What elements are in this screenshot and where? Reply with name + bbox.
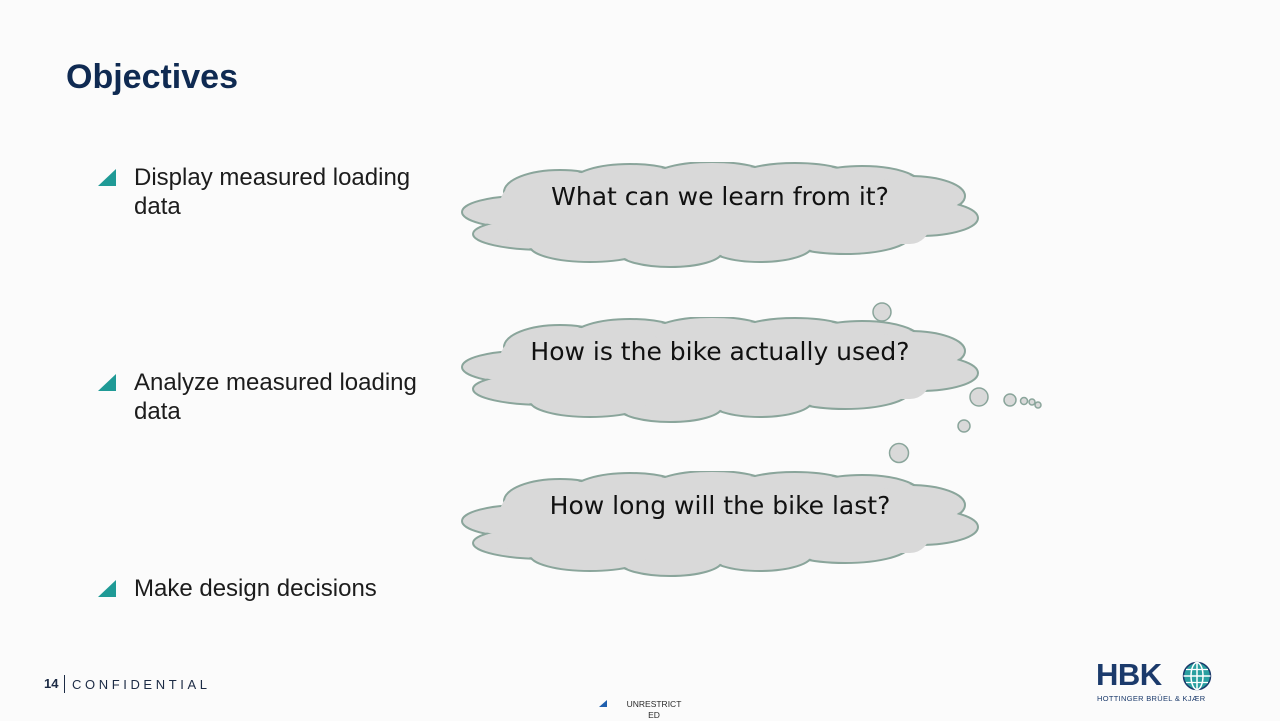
- classification-label: UNRESTRICTED: [626, 699, 682, 720]
- thought-dot: [888, 442, 910, 464]
- thought-dot: [1019, 396, 1029, 406]
- hbk-logo: HBK HOTTINGER BRÜEL & KJÆR: [1096, 658, 1226, 704]
- bullet-text: Analyze measured loading data: [134, 369, 417, 425]
- thought-cloud: What can we learn from it?: [460, 162, 980, 274]
- confidentiality-label: CONFIDENTIAL: [72, 677, 211, 692]
- bullet-item: Analyze measured loading data: [98, 368, 458, 426]
- thought-cloud: How is the bike actually used?: [460, 317, 980, 429]
- classification-triangle-icon: [599, 700, 607, 707]
- bullet-item: Make design decisions: [98, 574, 438, 603]
- triangle-bullet-icon: [98, 169, 116, 186]
- thought-dot: [1028, 398, 1036, 406]
- thought-text: How is the bike actually used?: [530, 337, 910, 366]
- slide-title: Objectives: [66, 58, 238, 96]
- thought-cloud: How long will the bike last?: [460, 471, 980, 583]
- bullet-item: Display measured loading data: [98, 163, 438, 221]
- thought-dot: [872, 302, 892, 322]
- thought-dot: [1003, 393, 1017, 407]
- bullet-text: Make design decisions: [134, 575, 377, 602]
- thought-dot: [957, 419, 971, 433]
- triangle-bullet-icon: [98, 374, 116, 391]
- footer-divider: [64, 675, 65, 693]
- logo-letters: HBK: [1096, 657, 1162, 692]
- thought-dot: [1034, 401, 1042, 409]
- bullet-text: Display measured loading data: [134, 164, 411, 220]
- globe-icon: [1182, 661, 1212, 691]
- logo-company-name: HOTTINGER BRÜEL & KJÆR: [1097, 694, 1206, 703]
- thought-dot: [969, 387, 989, 407]
- triangle-bullet-icon: [98, 580, 116, 597]
- thought-text: What can we learn from it?: [551, 182, 889, 211]
- page-number: 14: [44, 676, 59, 691]
- thought-text: How long will the bike last?: [549, 491, 891, 520]
